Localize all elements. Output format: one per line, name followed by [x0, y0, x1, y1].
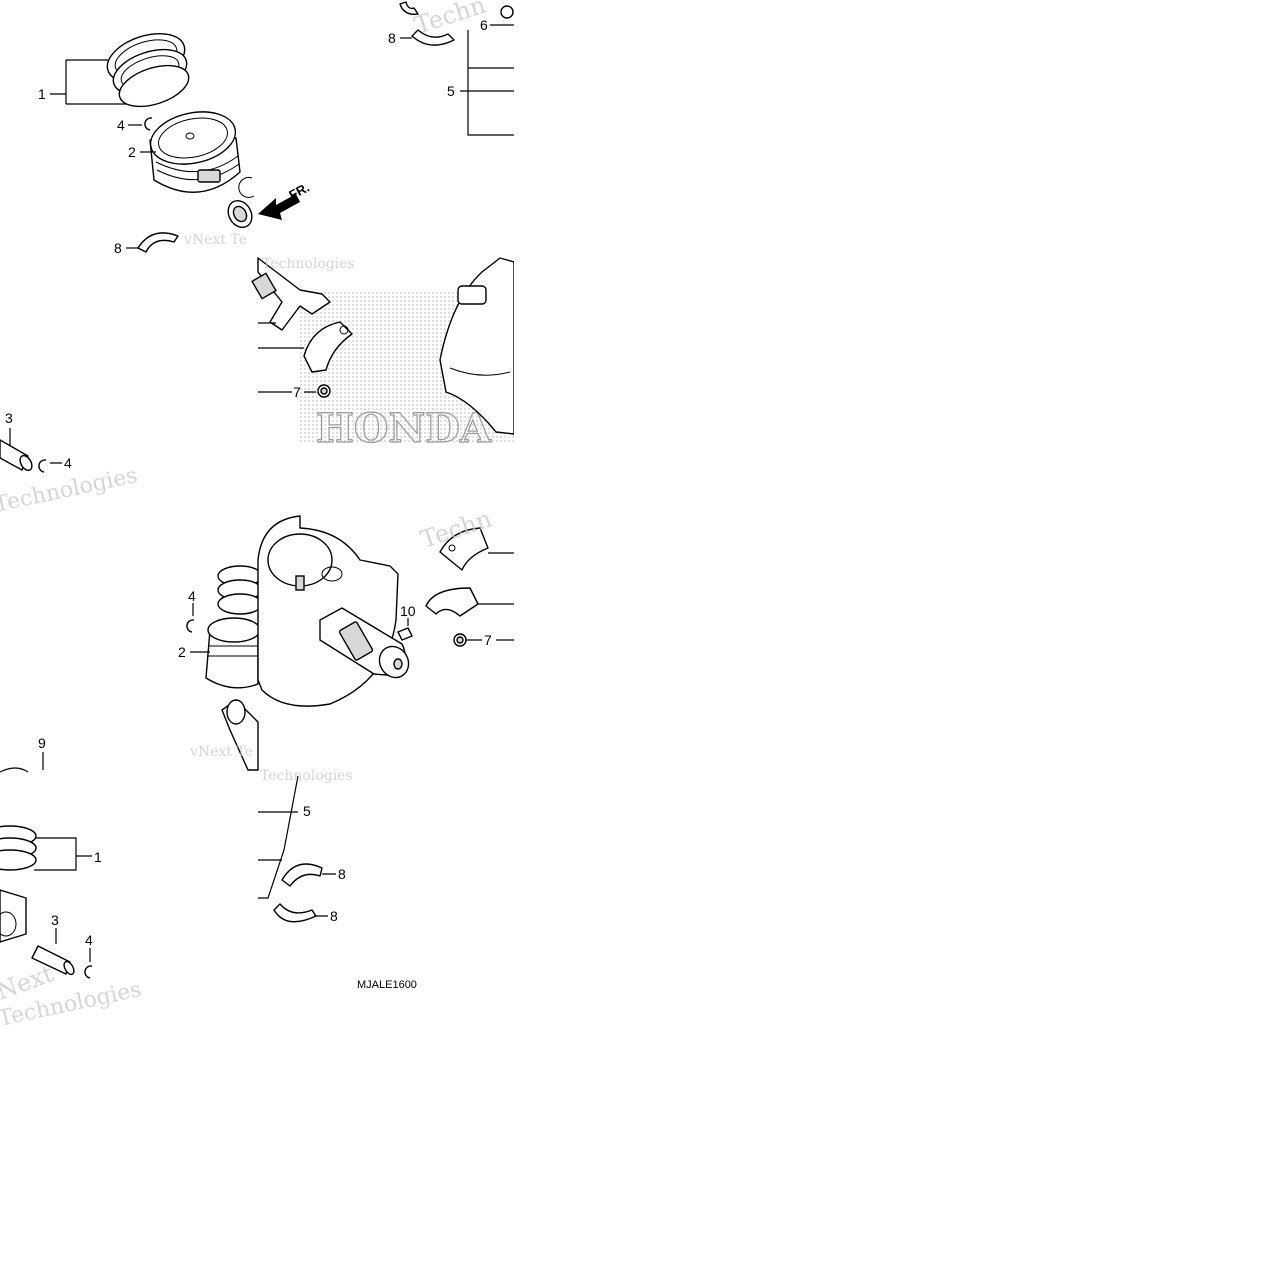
callout-nut: 7: [293, 384, 301, 400]
tile-piston-assembly: 1 4 2 8 FR. vNext Te: [38, 25, 312, 256]
bearing-half-part[interactable]: [411, 29, 455, 46]
woodruff-key-part[interactable]: [397, 627, 413, 641]
rod-nut-part[interactable]: [317, 384, 331, 398]
piston-clip-part[interactable]: [144, 117, 153, 131]
tile-crankshaft: 10 7 Techn: [257, 505, 514, 707]
callout-piston: 2: [178, 644, 186, 660]
watermark-text: Techn: [411, 0, 489, 40]
bearing-half-part[interactable]: [399, 1, 419, 15]
piston-part[interactable]: [0, 889, 27, 943]
diagram-code: MJALE1600: [357, 979, 417, 991]
callout-bearing: 8: [114, 240, 122, 256]
rod-nut-part[interactable]: [453, 633, 467, 647]
connecting-rod-part[interactable]: [251, 257, 331, 331]
piston-clip-part[interactable]: [84, 965, 93, 979]
tile-connecting-rod-crankcase: HONDA 7 Technologies: [251, 256, 515, 453]
callout-nut: 7: [484, 632, 492, 648]
piston-pin-part[interactable]: [0, 439, 34, 472]
piston-part[interactable]: [205, 617, 261, 689]
tile-rod-callouts-top: 8 6 5 Techn: [388, 0, 514, 136]
crankcase-part[interactable]: [439, 257, 515, 435]
rod-cap-part[interactable]: [303, 321, 353, 373]
rod-cap-part[interactable]: [439, 527, 489, 571]
piston-rings-part[interactable]: [101, 25, 194, 115]
callout-rod-assembly: 5: [303, 803, 311, 819]
callout-rings: 1: [94, 849, 102, 865]
tile-rings-pin-bottom: 1 3 4 Next Technologies: [0, 767, 144, 1032]
rod-small-end-part[interactable]: [223, 196, 256, 231]
watermark-text: vNext Te: [183, 232, 247, 248]
callout-bearing-upper: 8: [338, 866, 346, 882]
watermark-text: vNext Te: [189, 744, 253, 760]
callout-bearing: 8: [388, 30, 396, 46]
callout-crank: 9: [38, 735, 46, 751]
watermark-text: Technologies: [0, 463, 140, 518]
front-direction-arrow-icon: [258, 194, 300, 220]
small-end-ring-part[interactable]: [238, 176, 255, 198]
callout-clip: 4: [85, 932, 93, 948]
callout-bearing-lower: 8: [330, 908, 338, 924]
connecting-rod-part[interactable]: [221, 699, 259, 771]
bearing-half-part[interactable]: [281, 863, 323, 887]
watermark-text: Technologies: [262, 256, 355, 272]
piston-rings-part[interactable]: [0, 825, 37, 871]
bearing-half-part[interactable]: [273, 903, 317, 923]
piston-clip-part[interactable]: [186, 619, 195, 633]
callout-rod-bolt: 6: [480, 17, 488, 33]
callout-pin: 3: [51, 912, 59, 928]
rod-bolt-part[interactable]: [500, 5, 514, 19]
callout-clip: 4: [117, 117, 125, 133]
callout-key: 10: [400, 603, 416, 619]
crankshaft-part[interactable]: [257, 515, 414, 707]
callout-clip: 4: [64, 455, 72, 471]
bearing-cap-part[interactable]: [425, 587, 479, 617]
callout-rod-assembly: 5: [447, 83, 455, 99]
piston-rings-part[interactable]: [217, 565, 263, 615]
tile-rod-callouts-bottom: 5 8 8 MJALE1600 Technologies: [258, 768, 417, 991]
callout-rings: 1: [38, 86, 46, 102]
piston-pin-part[interactable]: [31, 945, 76, 976]
callout-pin: 3: [5, 410, 13, 426]
callout-clip: 4: [188, 588, 196, 604]
callout-piston: 2: [128, 144, 136, 160]
timing-sprocket-part[interactable]: [338, 621, 374, 661]
piston-clip-part[interactable]: [38, 459, 47, 473]
bearing-half-part[interactable]: [137, 232, 179, 253]
brand-watermark: HONDA: [316, 405, 492, 452]
tile-piston-pin: 3 4 Technologies: [0, 410, 140, 518]
piston-part[interactable]: [146, 105, 241, 193]
tile-piston-side: 4 2 9 vNext Te: [38, 565, 263, 771]
watermark-text: Technologies: [260, 768, 353, 784]
